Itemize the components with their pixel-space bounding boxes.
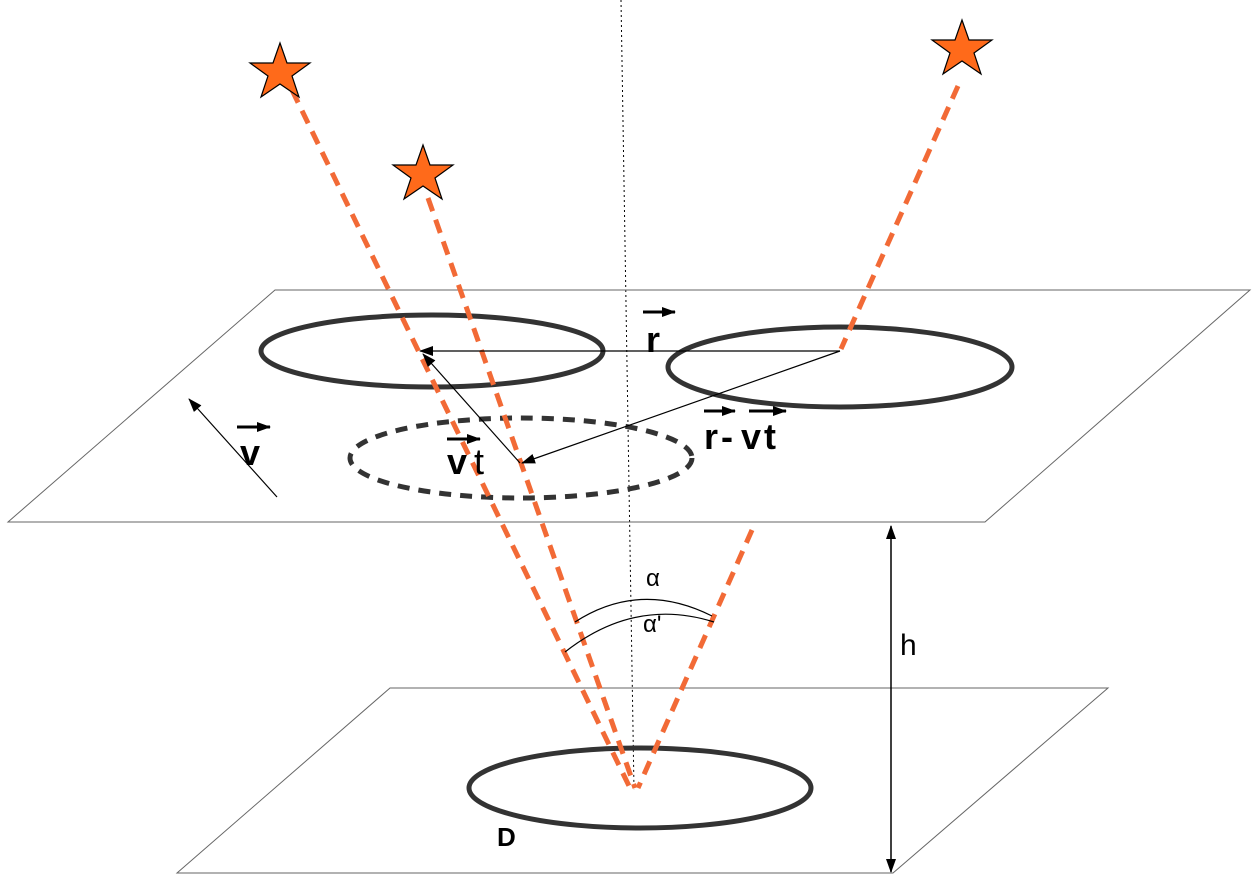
upper-plane <box>6 289 1252 523</box>
label-h: h <box>900 629 917 662</box>
lower-plane <box>175 687 1110 874</box>
velocity-v-arrow <box>188 398 278 498</box>
vector-r-minus-vt-arrow <box>521 350 841 464</box>
angle-alpha-arc <box>574 598 713 623</box>
upper-right-ellipse <box>665 324 1015 410</box>
label-vt-t: t <box>474 441 484 482</box>
label-rvt-r: r <box>704 416 718 457</box>
star-icon <box>930 18 994 76</box>
star-icon <box>391 143 455 201</box>
label-r: r <box>646 319 660 360</box>
label-alpha: α <box>646 565 660 592</box>
angle-alpha-prime-arc <box>564 613 715 653</box>
vector-vt-arrow <box>422 353 521 464</box>
vertical-axis <box>620 0 635 791</box>
dashed-ellipse <box>347 415 695 501</box>
label-v: v <box>240 432 260 473</box>
label-D: D <box>497 822 516 852</box>
label-rvt-dash: - <box>721 416 733 457</box>
ray-right-star <box>838 84 961 351</box>
label-rvt-t: t <box>764 416 776 457</box>
ray-middle-star <box>425 197 638 789</box>
ray-left-star <box>289 88 633 790</box>
label-vt-v: v <box>447 441 467 482</box>
label-alpha-prime: α' <box>643 611 661 638</box>
label-rvt-v: v <box>741 416 761 457</box>
ray-right-lower <box>635 528 755 790</box>
detector-ellipse-D <box>466 745 814 831</box>
star-icon <box>248 41 312 99</box>
